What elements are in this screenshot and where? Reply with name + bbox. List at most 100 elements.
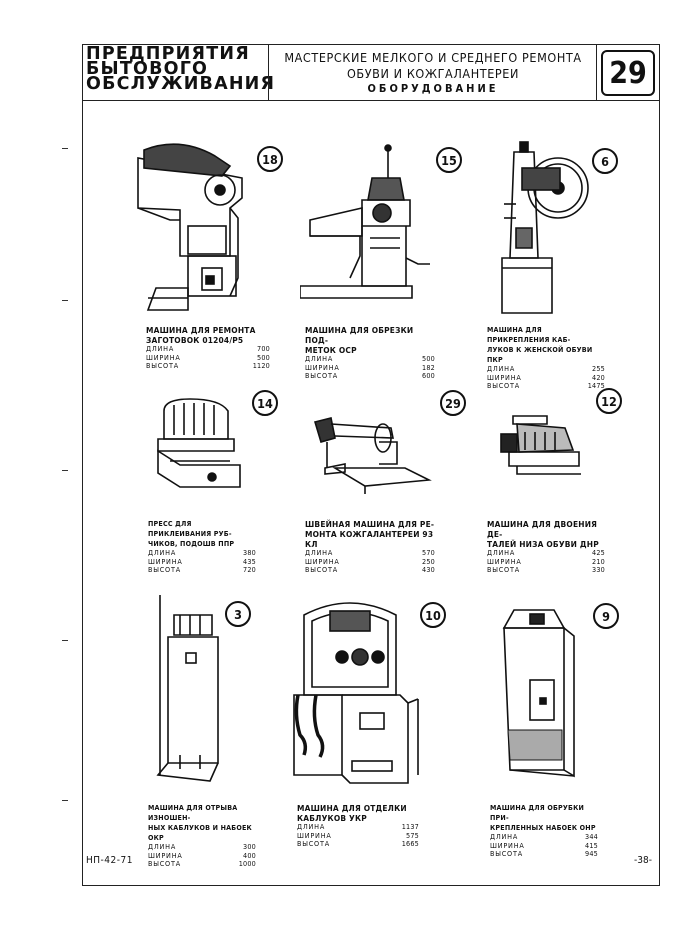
machine-29-number: 29 [445, 395, 461, 411]
machine-6-number: 6 [601, 153, 609, 169]
machine-6-illustration [492, 138, 602, 318]
title-line-2: ОБУВИ И КОЖГАЛАНТЕРЕИ [346, 66, 520, 81]
machine-15-title-1: МАШИНА ДЛЯ ОБРЕЗКИ ПОД- [305, 325, 414, 345]
machine-3-number: 3 [234, 606, 242, 622]
dim-value: 500 [422, 354, 435, 363]
machine-14-number: 14 [257, 395, 273, 411]
dim-value: 720 [243, 565, 256, 575]
machine-10-number: 10 [425, 607, 441, 623]
dim-label: ШИРИНА [297, 830, 332, 840]
sheet-number-box: 29 [601, 50, 655, 96]
page-number: -38- [634, 855, 652, 866]
machine-15-width-row: ШИРИНА 182 [305, 362, 435, 373]
dim-label: ВЫСОТА [487, 381, 520, 391]
dim-value: 415 [585, 840, 598, 850]
machine-6-title-2: ЛУКОВ К ЖЕНСКОЙ ОБУВИ ПКР [487, 345, 593, 364]
machine-10-title-2: КАБЛУКОВ УКР [297, 813, 367, 823]
machine-10-number-badge: 10 [420, 602, 446, 628]
machine-14-illustration [150, 395, 260, 500]
dim-value: 300 [243, 842, 256, 851]
dim-value: 210 [592, 556, 605, 566]
dim-value: 500 [257, 352, 270, 362]
sheet-title: МАСТЕРСКИЕ МЕЛКОГО И СРЕДНЕГО РЕМОНТА ОБ… [272, 50, 594, 96]
org-line-1: ПРЕДПРИЯТИЯ [86, 44, 250, 64]
title-line-1: МАСТЕРСКИЕ МЕЛКОГО И СРЕДНЕГО РЕМОНТА [284, 50, 582, 65]
machine-10-title-1: МАШИНА ДЛЯ ОТДЕЛКИ [297, 803, 407, 813]
machine-14-caption: ПРЕСС ДЛЯ ПРИКЛЕИВАНИЯ РУБ- ЧИКОВ, ПОДОШ… [148, 519, 256, 575]
dim-label: ШИРИНА [487, 372, 522, 382]
machine-9-title-1: МАШИНА ДЛЯ ОБРУБКИ ПРИ- [490, 803, 585, 822]
machine-29-caption: ШВЕЙНАЯ МАШИНА ДЛЯ РЕ- МОНТА КОЖГАЛАНТЕР… [305, 519, 435, 575]
dim-label: ВЫСОТА [305, 371, 338, 381]
machine-18-caption: МАШИНА ДЛЯ РЕМОНТА ЗАГОТОВОК 01204/Р5 ДЛ… [146, 325, 270, 371]
dim-value: 435 [243, 556, 256, 566]
dim-value: 250 [422, 556, 435, 566]
machine-18-title-1: МАШИНА ДЛЯ РЕМОНТА [146, 325, 256, 335]
machine-29-title-1: ШВЕЙНАЯ МАШИНА ДЛЯ РЕ- [305, 519, 435, 529]
dim-label: ШИРИНА [305, 556, 340, 566]
machine-14-height-row: ВЫСОТА 720 [148, 566, 256, 575]
dim-label: ДЛИНА [487, 548, 516, 557]
binding-mark [62, 470, 68, 471]
machine-3-illustration [150, 595, 245, 785]
machine-18-title-2: ЗАГОТОВОК 01204/Р5 [146, 335, 244, 345]
machine-15-number-badge: 15 [436, 147, 462, 173]
machine-12-caption: МАШИНА ДЛЯ ДВОЕНИЯ ДЕ- ТАЛЕЙ НИЗА ОБУВИ … [487, 519, 605, 575]
dim-label: ДЛИНА [146, 344, 175, 353]
dim-label: ВЫСОТА [305, 565, 338, 575]
machine-9-number: 9 [602, 608, 610, 624]
dim-value: 430 [422, 565, 435, 575]
dim-label: ШИРИНА [146, 352, 181, 362]
organization-title: ПРЕДПРИЯТИЯ БЫТОВОГО ОБСЛУЖИВАНИЯ [86, 44, 274, 97]
dim-value: 255 [592, 364, 605, 373]
machine-29-illustration [305, 408, 440, 498]
machine-14-width-row: ШИРИНА 435 [148, 556, 256, 567]
machine-29-title-2: МОНТА КОЖГАЛАНТЕРЕИ 93 КЛ [305, 529, 434, 549]
dim-label: ВЫСОТА [148, 859, 181, 869]
machine-18-illustration [130, 138, 270, 318]
machine-6-caption: МАШИНА ДЛЯ ПРИКРЕПЛЕНИЯ КАБ- ЛУКОВ К ЖЕН… [487, 325, 605, 391]
header-divider-right [596, 44, 597, 100]
dim-value: 182 [422, 362, 435, 372]
dim-label: ДЛИНА [305, 548, 334, 557]
sheet-frame [82, 44, 660, 886]
machine-9-number-badge: 9 [593, 603, 619, 629]
dim-label: ВЫСОТА [148, 565, 181, 575]
machine-12-title-2: ТАЛЕЙ НИЗА ОБУВИ ДНР [487, 539, 599, 549]
dim-label: ВЫСОТА [487, 565, 520, 575]
machine-14-title-1: ПРЕСС ДЛЯ ПРИКЛЕИВАНИЯ РУБ- [148, 519, 232, 538]
machine-18-number-badge: 18 [257, 146, 283, 172]
dim-value: 1665 [401, 839, 419, 849]
machine-12-number: 12 [601, 393, 617, 409]
header-divider-left [268, 44, 269, 100]
dim-value: 400 [243, 850, 256, 860]
dim-label: ШИРИНА [305, 362, 340, 372]
dim-label: ШИРИНА [148, 556, 183, 566]
binding-mark [62, 300, 68, 301]
dim-value: 1120 [252, 361, 270, 371]
binding-mark [62, 800, 68, 801]
machine-15-number: 15 [441, 152, 457, 168]
dim-label: ДЛИНА [148, 842, 177, 851]
dim-value: 425 [592, 548, 605, 557]
binding-mark [62, 148, 68, 149]
machine-18-number: 18 [262, 151, 278, 167]
dim-label: ШИРИНА [490, 840, 525, 850]
machine-9-title-2: КРЕПЛЕННЫХ НАБОЕК ОНР [490, 823, 596, 832]
dim-label: ДЛИНА [297, 822, 326, 831]
machine-3-title-2: НЫХ КАБЛУКОВ И НАБОЕК ОКР [148, 823, 252, 842]
binding-mark [62, 640, 68, 641]
